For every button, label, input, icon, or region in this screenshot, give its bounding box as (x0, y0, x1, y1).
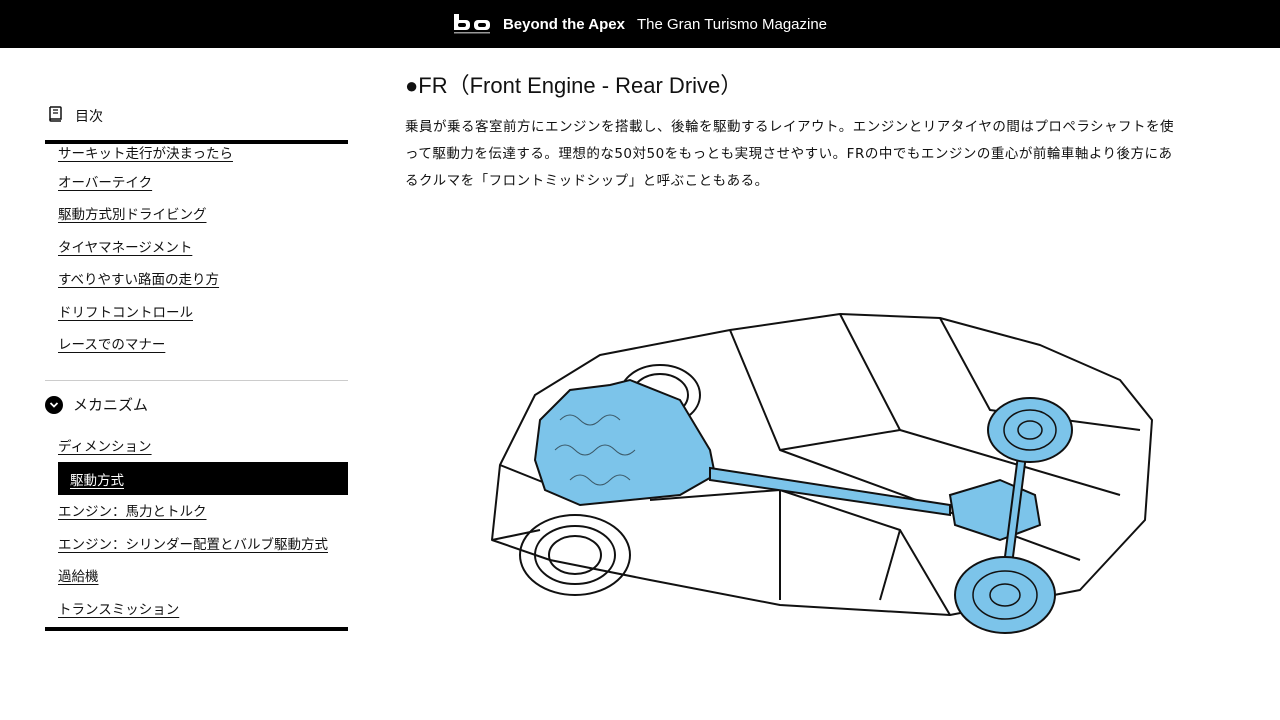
divider (45, 627, 348, 631)
nav-item-drivetrain-active[interactable]: 駆動方式 (58, 462, 348, 495)
page-title: ●FR（Front Engine - Rear Drive） (405, 73, 743, 98)
propeller-shaft (709, 466, 951, 517)
nav-item-engine-cylinder[interactable]: エンジン：シリンダー配置とバルブ駆動方式 (58, 537, 328, 553)
toc-header[interactable]: 目次 (47, 105, 103, 127)
paragraph-line: るクルマを「フロントミッドシップ」と呼ぶこともある。 (405, 173, 769, 189)
article-paragraph: 乗員が乗る客室前方にエンジンを搭載し、後輪を駆動するレイアウト。エンジンとリアタ… (405, 114, 1235, 195)
divider (45, 140, 348, 144)
divider (45, 380, 348, 381)
nav-item-tire-management[interactable]: タイヤマネージメント (58, 240, 193, 256)
rear-differential (948, 478, 1042, 542)
nav-item-drive-driving[interactable]: 駆動方式別ドライビング (58, 207, 207, 223)
toc-label: 目次 (75, 109, 103, 125)
nav-item-overtake[interactable]: オーバーテイク (58, 175, 153, 191)
site-header: Beyond the Apex The Gran Turismo Magazin… (0, 0, 1280, 48)
paragraph-line: って駆動力を伝達する。理想的な50対50をもっとも実現させやすい。FRの中でもエ… (405, 146, 1173, 162)
nav-item-race-manners[interactable]: レースでのマナー (58, 337, 166, 353)
nav-item-transmission[interactable]: トランスミッション (58, 602, 180, 618)
section-mechanism-label: メカニズム (73, 396, 149, 414)
brand-subtitle: The Gran Turismo Magazine (636, 15, 828, 33)
rear-wheel-lower (954, 556, 1056, 634)
paragraph-line: 乗員が乗る客室前方にエンジンを搭載し、後輪を駆動するレイアウト。エンジンとリアタ… (405, 119, 1175, 135)
nav-item-drift-control[interactable]: ドリフトコントロール (58, 305, 193, 321)
nav-item-dimension[interactable]: ディメンション (58, 439, 152, 455)
nav-item-supercharger[interactable]: 過給機 (58, 569, 99, 585)
nav-item-engine-power[interactable]: エンジン：馬力とトルク (58, 504, 207, 520)
car-body (491, 313, 1153, 616)
section-mechanism-toggle[interactable]: メカニズム (45, 394, 148, 415)
rear-wheel-upper (987, 397, 1073, 463)
logo-icon (453, 12, 493, 36)
nav-item-slippery-road[interactable]: すべりやすい路面の走り方 (58, 272, 220, 288)
chevron-down-icon (45, 395, 63, 414)
brand-link[interactable]: Beyond the Apex The Gran Turismo Magazin… (453, 12, 827, 36)
nav-item-circuit[interactable]: サーキット走行が決まったら (58, 146, 233, 162)
brand-name: Beyond the Apex (502, 15, 625, 33)
sidebar-toc: 目次 サーキット走行が決まったら オーバーテイク 駆動方式別ドライビング タイヤ… (45, 48, 348, 720)
book-icon (47, 105, 65, 127)
fr-layout-illustration (480, 300, 1160, 640)
